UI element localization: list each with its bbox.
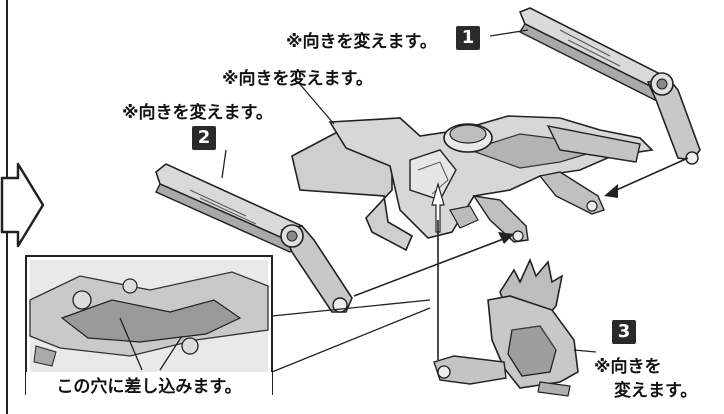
part-3-number-badge: 3 — [612, 320, 636, 344]
main-body — [291, 115, 654, 252]
part-1-arm — [518, 7, 701, 165]
part-2-arm — [155, 163, 353, 313]
detail-inset — [25, 255, 431, 395]
part-2-number-badge: 2 — [192, 126, 216, 150]
part-3-head — [433, 257, 579, 397]
part-3-note-line-1: ※向きを — [594, 357, 662, 377]
body-note: ※向きを変えます。 — [222, 69, 373, 89]
assembly-arrows — [353, 157, 689, 360]
leader-lines — [221, 29, 597, 353]
inset-caption: この穴に差し込みます。 — [26, 372, 272, 397]
assembly-arrowheads — [498, 184, 618, 244]
step-arrow-icon — [0, 162, 45, 248]
part-2-note: ※向きを変えます。 — [122, 103, 273, 123]
part-3-note-line-2: 変えます。 — [614, 381, 698, 401]
part-1-note: ※向きを変えます。 — [286, 32, 437, 52]
part-1-number-badge: 1 — [456, 26, 480, 50]
